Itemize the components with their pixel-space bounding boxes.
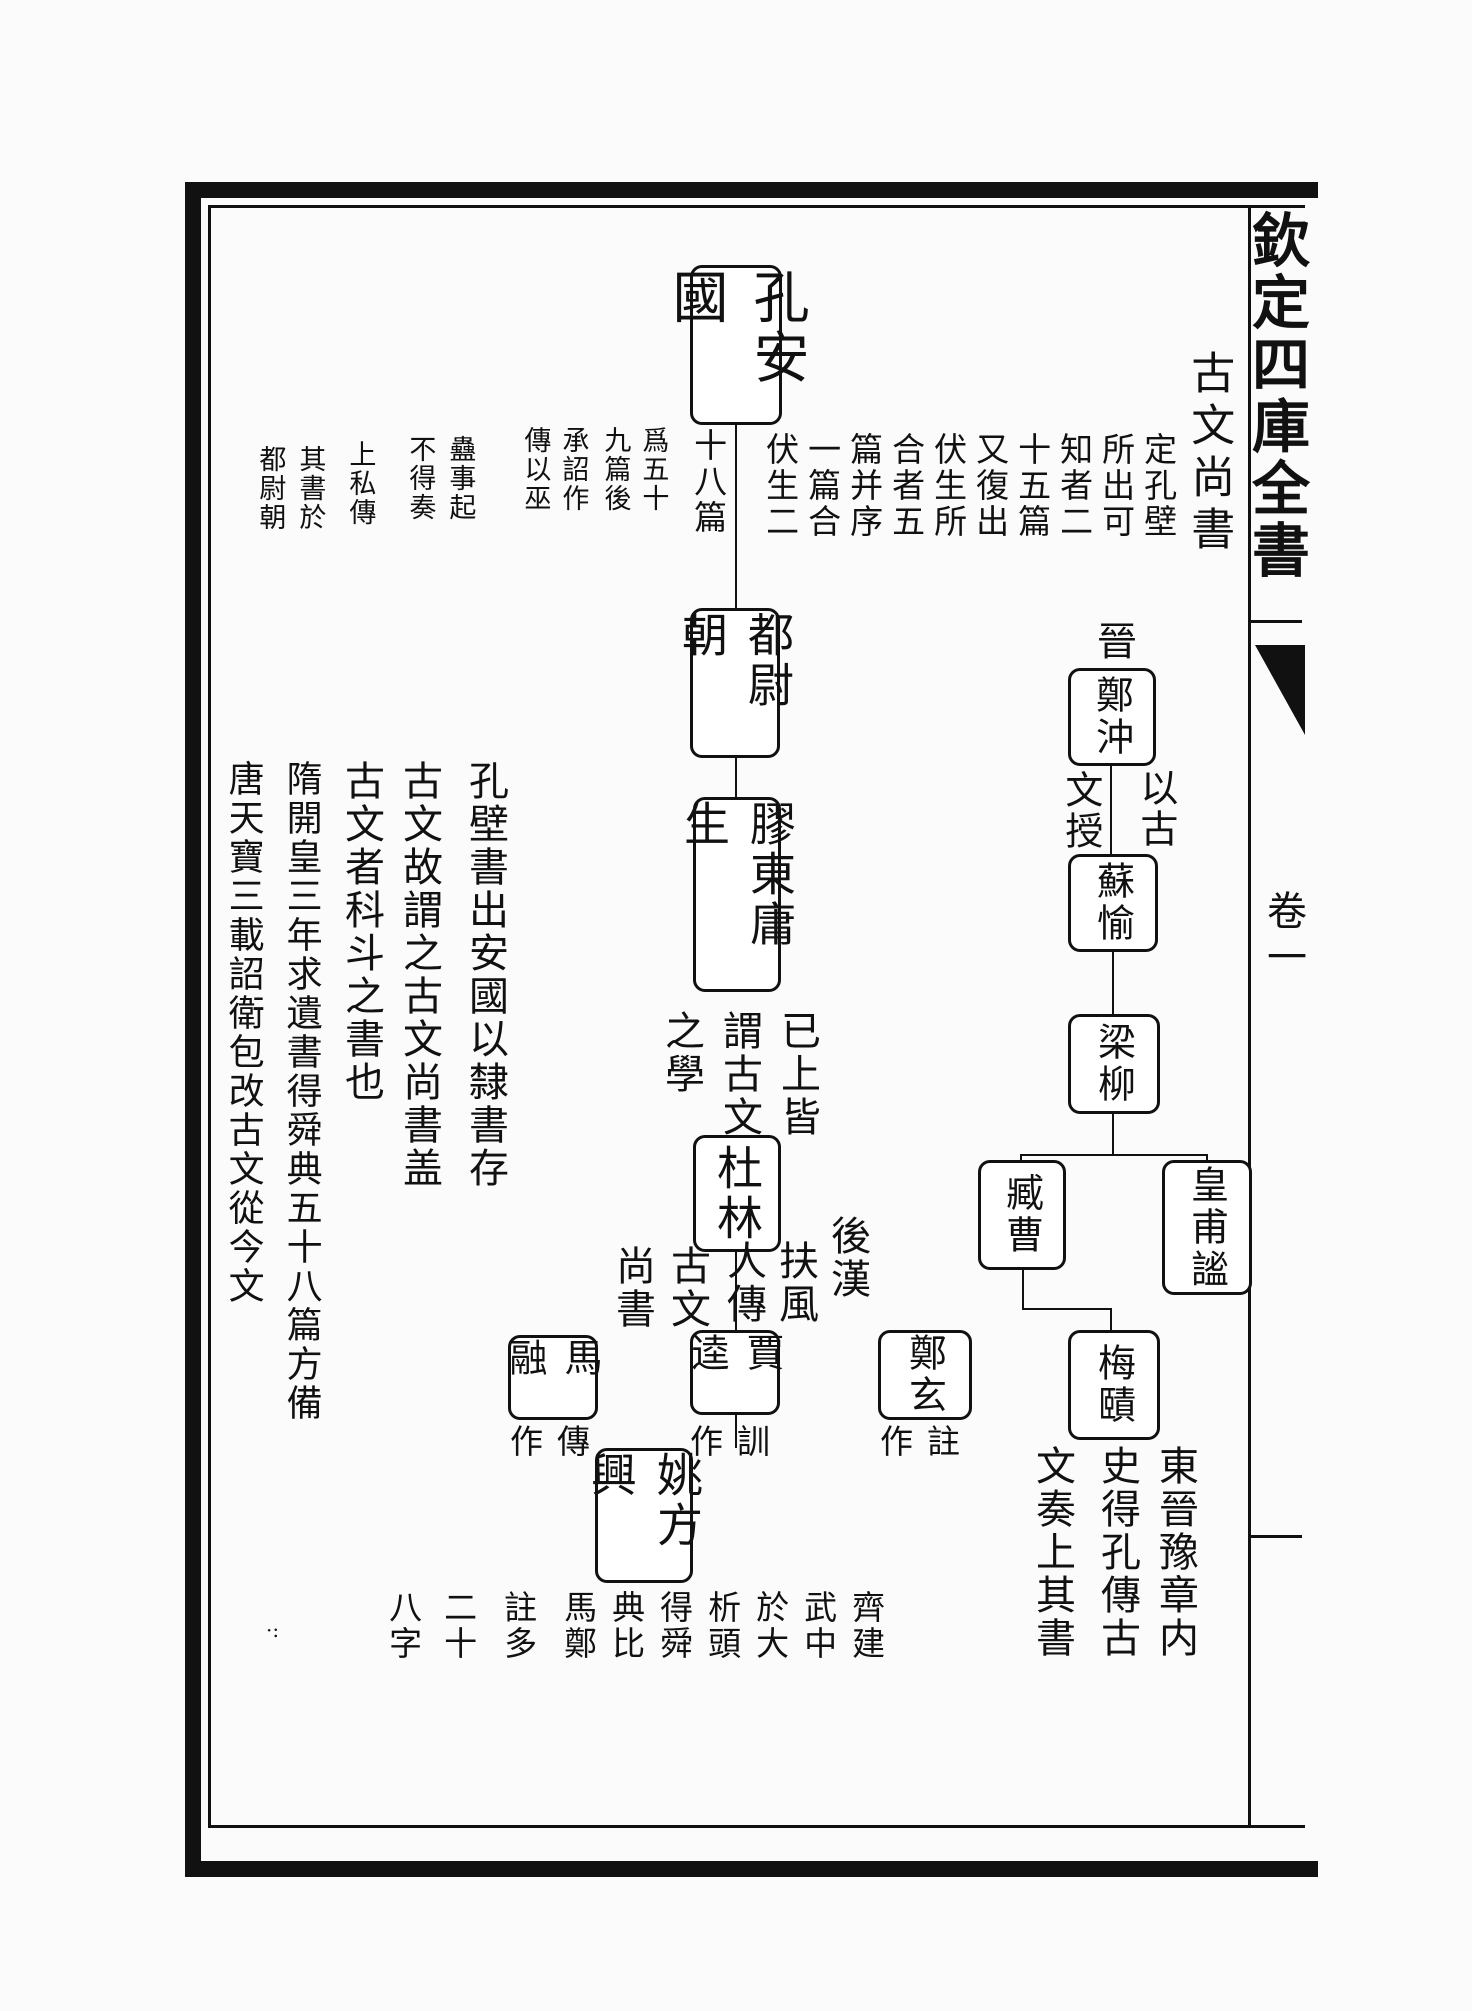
fishtail-mark xyxy=(1255,645,1305,735)
page-border-outer xyxy=(185,182,1318,1877)
left-note-3: 古文者科斗之書也 xyxy=(338,760,384,1104)
node-huangfu-mi: 皇甫謐 xyxy=(1162,1160,1252,1295)
intro-note-10: 伏生二 xyxy=(760,432,800,540)
margin-divider xyxy=(1248,205,1251,1825)
kong-note-b-1: 爲五十 xyxy=(637,426,669,513)
note-yao-3: 於大 xyxy=(750,1590,790,1662)
note-yao-9: 二十 xyxy=(438,1590,478,1662)
note-jin: 晉 xyxy=(1090,620,1136,668)
edge-su-liang xyxy=(1112,952,1114,1014)
intro-note-7: 合者五 xyxy=(886,432,926,540)
kong-note-b-7: 上私傳 xyxy=(344,440,376,527)
note-yao-6: 典比 xyxy=(606,1590,646,1662)
note-yao-2: 武中 xyxy=(798,1590,838,1662)
edge-zang-mei-h xyxy=(1022,1308,1112,1310)
intro-note-4: 十五篇 xyxy=(1012,432,1052,540)
kong-note-b-2: 九篇後 xyxy=(599,426,631,513)
book-title: 欽定四庫全書 xyxy=(1242,210,1310,582)
page-border-inner xyxy=(208,205,1305,1828)
note-yishang-2: 謂古文 xyxy=(716,1010,762,1139)
note-yao-7: 馬鄭 xyxy=(558,1590,598,1662)
node-su-yu: 蘇愉 xyxy=(1068,854,1158,952)
edge-kong-du xyxy=(735,420,737,610)
note-houhan-2: 扶風 xyxy=(772,1240,818,1326)
kong-note-a: 十八篇 xyxy=(688,428,728,536)
left-note-4: 隋開皇三年求遺書得舜典五十八篇方備 xyxy=(280,760,322,1423)
node-jiaodong-yongsheng: 膠東庸生 xyxy=(677,797,797,992)
node-yao-fangxing: 姚方興 xyxy=(584,1448,704,1583)
edge-zang-mei xyxy=(1022,1270,1024,1310)
left-note-5: 唐天寶三載詔衛包改古文從今文 xyxy=(222,760,264,1306)
ink-speck: ·: xyxy=(266,1618,280,1642)
volume-number: 卷一 xyxy=(1260,890,1306,982)
kong-note-b-9: 都尉朝 xyxy=(254,445,286,532)
note-yao-8: 註多 xyxy=(498,1590,538,1662)
margin-rule-bottom xyxy=(1250,1535,1302,1538)
edge-fork-horizontal xyxy=(1020,1154,1208,1156)
node-kong-anguo: 孔安國 xyxy=(663,265,809,425)
note-houhan-5: 尚書 xyxy=(609,1245,655,1331)
note-ma-rong: 作傳 xyxy=(510,1422,604,1461)
note-houhan-3: 人傳 xyxy=(720,1240,766,1326)
edge-du_lin-jia xyxy=(735,1250,737,1330)
node-du-weichao: 都尉朝 xyxy=(675,608,795,758)
intro-note-8: 篇并序 xyxy=(844,432,884,540)
kong-note-b-8: 其書於 xyxy=(294,445,326,532)
intro-note-6: 伏生所 xyxy=(928,432,968,540)
note-houhan-1: 後漢 xyxy=(824,1215,870,1301)
note-houhan-4: 古文 xyxy=(664,1245,710,1331)
node-ma-rong: 馬融 xyxy=(503,1335,602,1420)
edge-du-jiaodong xyxy=(735,755,737,797)
intro-note-9: 一篇合 xyxy=(802,432,842,540)
node-zang-cao: 臧曹 xyxy=(978,1160,1066,1270)
intro-note-1: 定孔壁 xyxy=(1138,432,1178,540)
kong-note-b-6: 不得奏 xyxy=(404,435,436,522)
note-yao-5: 得舜 xyxy=(654,1590,694,1662)
edge-zheng-su xyxy=(1110,766,1112,854)
node-du-lin: 杜林 xyxy=(693,1135,781,1252)
node-zheng-chong: 鄭沖 xyxy=(1068,668,1156,766)
note-mei-1: 東晉豫章内 xyxy=(1152,1445,1198,1660)
edge-jia-yao xyxy=(735,1390,737,1448)
note-mei-2: 史得孔傳古 xyxy=(1094,1445,1140,1660)
note-jia-kui: 作訓 xyxy=(690,1422,784,1461)
edge-zang-mei-v xyxy=(1110,1308,1112,1336)
note-yigu-1: 以古 xyxy=(1133,768,1178,850)
note-yao-1: 齊建 xyxy=(846,1590,886,1662)
note-yao-10: 八字 xyxy=(383,1590,423,1662)
note-yigu-2: 文授 xyxy=(1058,770,1103,852)
node-mei-ze: 梅賾 xyxy=(1068,1330,1160,1440)
note-zheng-xuan: 作註 xyxy=(880,1422,974,1461)
note-mei-3: 文奏上其書 xyxy=(1029,1445,1075,1660)
node-zheng-xuan: 鄭玄 xyxy=(878,1330,972,1420)
note-yishang-1: 已上皆 xyxy=(774,1010,820,1139)
kong-note-b-5: 蠱事起 xyxy=(444,435,476,522)
node-jia-kui: 賈逵 xyxy=(685,1330,784,1415)
note-yao-4: 析頭 xyxy=(702,1590,742,1662)
note-yishang-3: 之學 xyxy=(658,1010,704,1096)
intro-note-3: 知者二 xyxy=(1054,432,1094,540)
margin-rule xyxy=(1250,620,1302,623)
intro-note-5: 又復出 xyxy=(970,432,1010,540)
edge-liang-fork xyxy=(1112,1114,1114,1154)
left-note-1: 孔壁書出安國以隸書存 xyxy=(462,760,508,1190)
kong-note-b-3: 承詔作 xyxy=(557,426,589,513)
section-heading: 古文尚書 xyxy=(1183,350,1235,558)
kong-note-b-4: 傳以巫 xyxy=(519,426,551,513)
left-note-2: 古文故謂之古文尚書盖 xyxy=(396,760,442,1190)
node-liang-liu: 梁柳 xyxy=(1068,1014,1160,1114)
intro-note-2: 所出可 xyxy=(1096,432,1136,540)
